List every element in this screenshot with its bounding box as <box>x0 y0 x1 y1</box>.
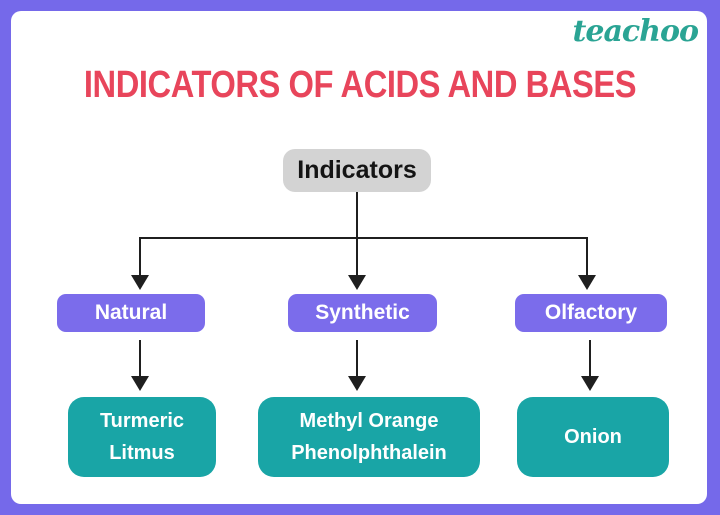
page-title: INDICATORS OF ACIDS AND BASES <box>83 64 637 106</box>
node-indicators: Indicators <box>283 149 431 192</box>
node-olfactory-examples: Onion <box>517 397 669 477</box>
leaf-line: Phenolphthalein <box>291 442 447 464</box>
leaf-line: Turmeric <box>99 410 185 432</box>
leaf-line: Onion <box>564 426 622 448</box>
leaf-line: Methyl Orange <box>299 410 439 432</box>
teachoo-logo: teachoo <box>572 14 699 49</box>
leaf-line: Litmus <box>109 442 175 464</box>
node-natural: Natural <box>57 294 205 332</box>
node-olfactory: Olfactory <box>515 294 667 332</box>
node-synthetic: Synthetic <box>288 294 437 332</box>
